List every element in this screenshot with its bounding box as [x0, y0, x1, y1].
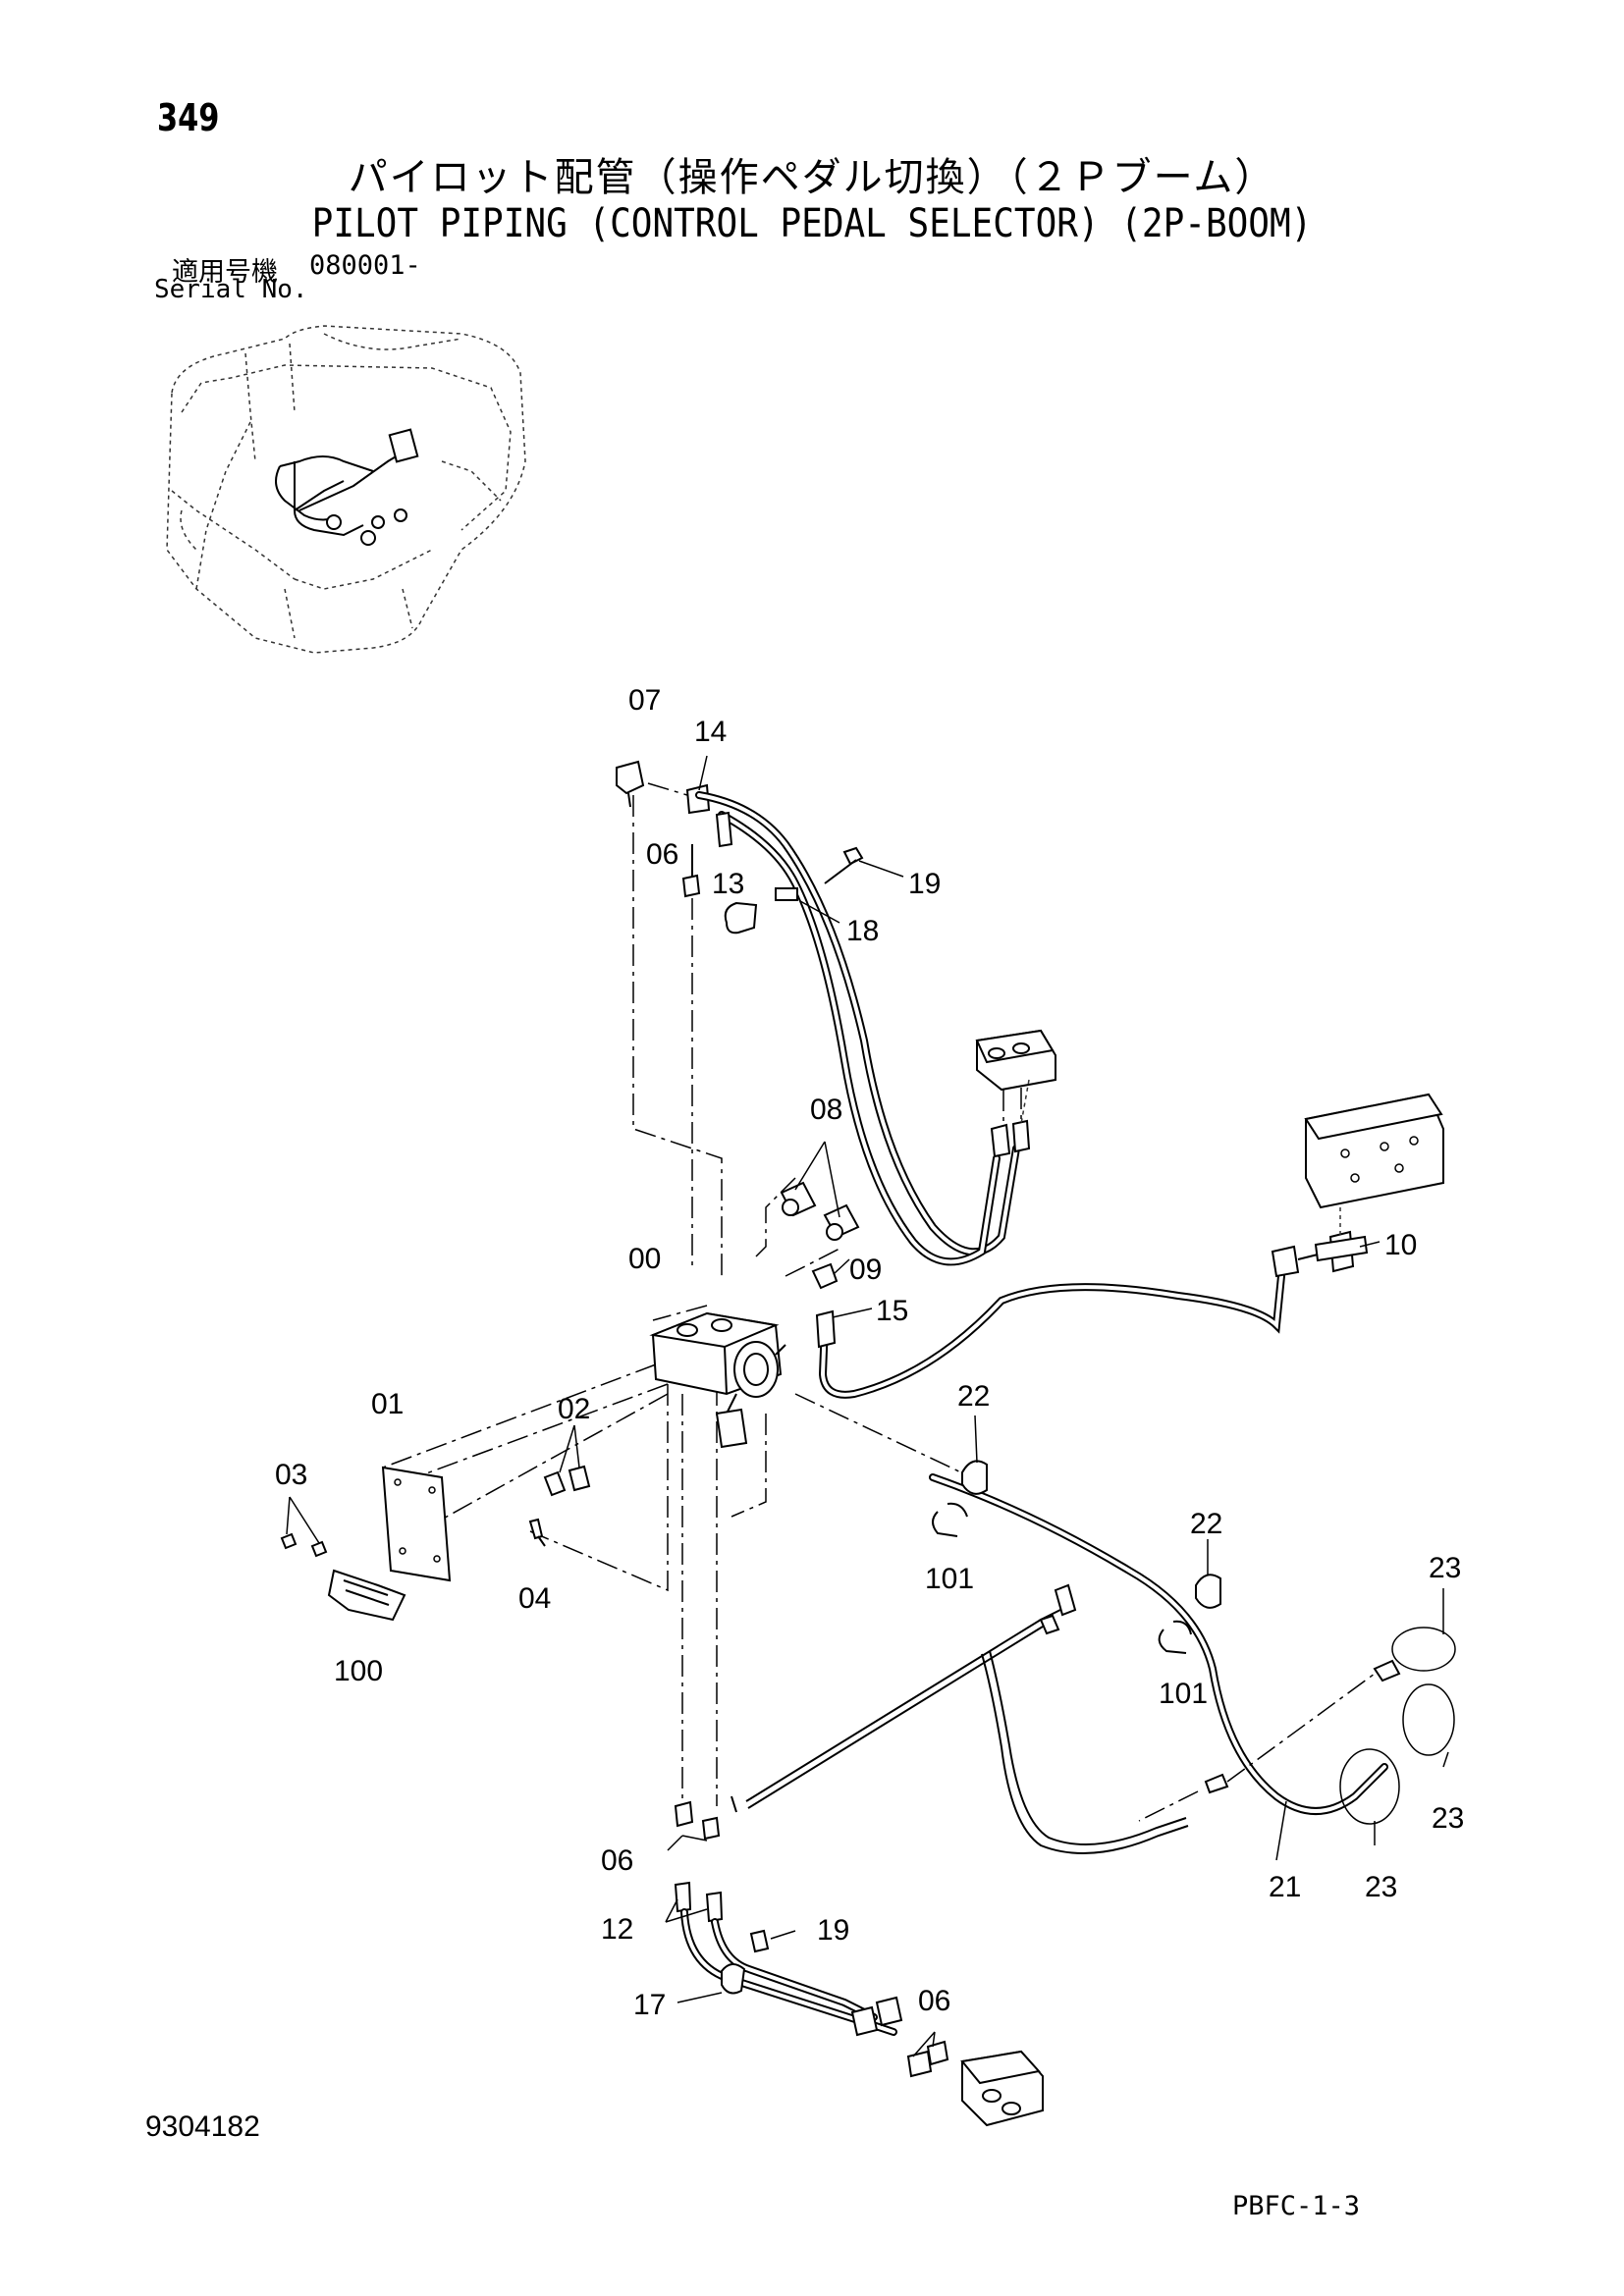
- serial-number: 080001-: [309, 250, 421, 281]
- callout-02: 02: [558, 1393, 590, 1425]
- callout-01: 01: [371, 1388, 404, 1420]
- selector-valve-block: [649, 1181, 860, 1449]
- callout-13: 13: [712, 868, 744, 900]
- callout-06: 06: [646, 838, 678, 871]
- callout-leaders: [286, 755, 1449, 2057]
- callout-04: 04: [518, 1582, 551, 1615]
- callout-18: 18: [846, 915, 879, 947]
- callout-23-top: 23: [1429, 1552, 1461, 1584]
- callout-101-upper: 101: [925, 1563, 974, 1595]
- callout-23-bottom: 23: [1365, 1871, 1397, 1903]
- hydraulic-line-cross: [731, 1583, 1189, 1854]
- title-english: PILOT PIPING (CONTROL PEDAL SELECTOR) (2…: [311, 201, 1313, 246]
- callout-21: 21: [1269, 1871, 1301, 1903]
- callout-23-middle: 23: [1432, 1802, 1464, 1835]
- callout-labels: 07 14 06 13 19 18 08 00 09 15 10 22 01 0…: [275, 684, 1464, 2021]
- mounting-plate-assembly: [280, 1465, 591, 1622]
- callout-22-lower: 22: [1190, 1508, 1222, 1540]
- callout-06-lower-left: 06: [601, 1844, 633, 1877]
- callout-00: 00: [628, 1243, 661, 1275]
- hose-21-with-clamps: [929, 1460, 1456, 1825]
- lower-pilot-hose-assembly: [674, 1800, 1044, 2127]
- cab-location-thumbnail: [166, 325, 526, 654]
- callout-03: 03: [275, 1459, 307, 1491]
- callout-17: 17: [633, 1989, 666, 2021]
- callout-07: 07: [628, 684, 661, 717]
- upper-pilot-hose-assembly: [616, 760, 1056, 1266]
- title-japanese: パイロット配管（操作ペダル切換）（２Ｐブーム）: [348, 155, 1276, 200]
- callout-101-lower: 101: [1159, 1678, 1208, 1710]
- drawing-number: 9304182: [145, 2110, 260, 2143]
- callout-19-lower: 19: [817, 1914, 849, 1947]
- callout-09: 09: [849, 1254, 882, 1286]
- callout-14: 14: [694, 716, 727, 748]
- callout-22-upper: 22: [957, 1380, 990, 1413]
- callout-08: 08: [810, 1094, 842, 1126]
- serial-label-japanese: 適用号機: [172, 257, 278, 288]
- hose-15-to-tee-10: [815, 1093, 1444, 1399]
- sheet-code: PBFC-1-3: [1232, 2191, 1361, 2221]
- serial-label-english: Serial No.: [154, 275, 308, 304]
- callout-06-lower-right: 06: [918, 1985, 950, 2017]
- callout-15: 15: [876, 1295, 908, 1327]
- callout-100: 100: [334, 1655, 383, 1687]
- callout-12: 12: [601, 1913, 633, 1946]
- leader-lines: [382, 795, 983, 1806]
- callout-10: 10: [1384, 1229, 1417, 1261]
- page-number: 349: [157, 96, 220, 139]
- callout-19: 19: [908, 868, 941, 900]
